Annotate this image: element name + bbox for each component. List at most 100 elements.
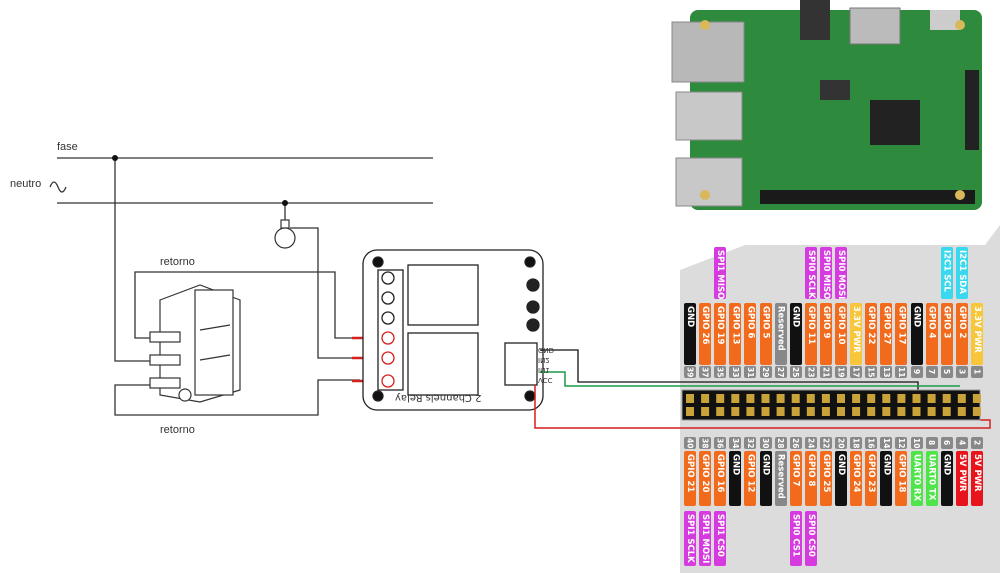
pin-number: 35 xyxy=(714,366,727,378)
lamp-icon xyxy=(274,219,296,249)
pin-label: GPIO 10 xyxy=(835,303,847,365)
pin-alt-function: SPI0 MOSI xyxy=(835,247,847,299)
pin-number: 10 xyxy=(910,437,923,449)
pin-number: 19 xyxy=(835,366,847,378)
pin-number: 25 xyxy=(789,366,802,378)
header-pin xyxy=(927,407,936,416)
header-pin xyxy=(791,394,800,403)
pin-label: GPIO 23 xyxy=(865,451,878,506)
header-pin xyxy=(776,394,785,403)
header-pin xyxy=(882,394,891,403)
switch-icon xyxy=(149,284,241,403)
pin-label: GPIO 13 xyxy=(729,303,742,365)
header-pin xyxy=(686,394,694,403)
header-pin xyxy=(942,407,951,416)
header-pin xyxy=(746,394,755,403)
pin-alt-function: SPI0 CS0 xyxy=(804,511,817,566)
pin-number: 33 xyxy=(729,366,742,378)
relay-pin-in2: IN2 xyxy=(538,356,550,364)
pin-number: 36 xyxy=(714,437,727,449)
header-pin xyxy=(776,407,785,416)
pin-number: 23 xyxy=(804,366,817,378)
neutro-symbol xyxy=(49,181,67,193)
in1-wire xyxy=(540,371,960,387)
pin-number: 1 xyxy=(970,366,983,378)
pin-number: 16 xyxy=(865,437,878,449)
header-pin xyxy=(821,407,830,416)
pin-number: 31 xyxy=(744,366,757,378)
lamp-wire xyxy=(284,203,360,359)
header-pin xyxy=(791,407,800,416)
pin-label: GND xyxy=(729,451,742,506)
header-pin xyxy=(686,407,694,416)
pin-label: Reserved xyxy=(774,303,787,365)
header-pin xyxy=(806,407,815,416)
pin-number: 37 xyxy=(699,366,712,378)
header-pin xyxy=(701,394,710,403)
pin-label: GPIO 8 xyxy=(804,451,817,506)
pin-label: GPIO 12 xyxy=(744,451,757,506)
pin-number: 3 xyxy=(955,366,968,378)
pin-label: GPIO 16 xyxy=(714,451,727,506)
pin-number: 7 xyxy=(925,366,938,378)
pin-label: 5V PWR xyxy=(970,451,983,506)
pin-label: 3.3V PWR xyxy=(970,303,983,365)
retorno-bottom-wire xyxy=(114,379,360,416)
pin-number: 6 xyxy=(940,437,953,449)
header-pin xyxy=(852,407,861,416)
fase-drop-wire xyxy=(114,158,150,362)
pin-label: GPIO 6 xyxy=(744,303,757,365)
pin-label: GPIO 4 xyxy=(925,303,938,365)
retorno-top-label: retorno xyxy=(160,256,195,268)
pin-alt-function: SPI0 MISO xyxy=(819,247,832,299)
header-pin xyxy=(731,394,740,403)
pin-number: 15 xyxy=(865,366,878,378)
header-pin xyxy=(972,394,981,403)
pin-label: GPIO 17 xyxy=(895,303,908,365)
pin-label: GND xyxy=(910,303,923,365)
pin-number: 21 xyxy=(819,366,832,378)
pin-number: 18 xyxy=(850,437,863,449)
pin-alt-function: SPI1 SCLK xyxy=(684,511,696,566)
header-pin xyxy=(867,394,876,403)
pin-number: 13 xyxy=(880,366,893,378)
header-pin xyxy=(927,394,936,403)
pin-number: 14 xyxy=(880,437,893,449)
header-pin xyxy=(957,394,966,403)
pin-label: GPIO 26 xyxy=(699,303,712,365)
header-pin xyxy=(957,407,966,416)
header-pin xyxy=(912,407,921,416)
header-pin xyxy=(746,407,755,416)
pin-number: 17 xyxy=(850,366,863,378)
header-pin xyxy=(716,407,725,416)
pin-number: 40 xyxy=(684,437,696,449)
pin-label: 5V PWR xyxy=(955,451,968,506)
pin-number: 22 xyxy=(819,437,832,449)
vcc-wire xyxy=(534,385,991,429)
pin-alt-function: I2C1 SCL xyxy=(940,247,953,299)
pin-label: GND xyxy=(835,451,847,506)
header-pin xyxy=(716,394,725,403)
pin-label: GPIO 27 xyxy=(880,303,893,365)
pin-label: GPIO 22 xyxy=(865,303,878,365)
header-pin xyxy=(912,394,921,403)
header-pin xyxy=(972,407,981,416)
pin-number: 11 xyxy=(895,366,908,378)
pin-label: GPIO 7 xyxy=(789,451,802,506)
pin-number: 12 xyxy=(895,437,908,449)
relay-pin-vcc: VCC xyxy=(538,376,553,384)
header-pin xyxy=(852,394,861,403)
pin-number: 5 xyxy=(940,366,953,378)
header-pin xyxy=(867,407,876,416)
neutro-junction xyxy=(282,200,288,206)
pin-number: 4 xyxy=(955,437,968,449)
relay-pin-gnd: GND xyxy=(538,346,555,354)
pin-number: 2 xyxy=(970,437,983,449)
neutro-label: neutro xyxy=(10,178,42,190)
pin-alt-function: SPI1 MISO xyxy=(714,247,727,299)
header-pin xyxy=(761,407,770,416)
retorno-bottom-label: retorno xyxy=(160,424,195,436)
pin-number: 32 xyxy=(744,437,757,449)
